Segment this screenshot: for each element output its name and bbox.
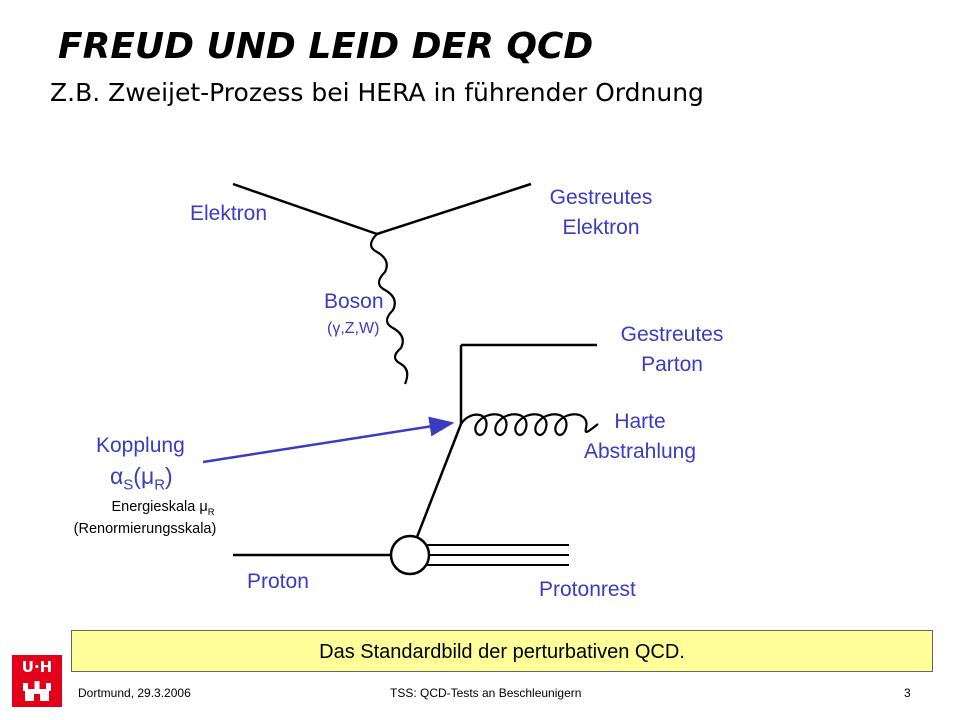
mu-subscript: R [154,476,165,494]
label-gestreutes-elektron-line1: Gestreutes [549,186,653,209]
label-harte-line1: Harte [614,410,666,433]
label-boson-types: (γ,Z,W) [327,320,380,337]
alpha-symbol: α [110,463,124,489]
label-gestreutes-parton-line2: Parton [641,353,703,376]
coupling-arrow [202,416,455,464]
university-logo: U·H [12,655,62,707]
alpha-subscript: S [123,476,134,494]
label-renormierungsskala: (Renormierungsskala) [73,521,217,537]
castle-icon [23,681,51,701]
caption-box: Das Standardbild der perturbativen QCD. [71,630,933,672]
label-elektron: Elektron [190,202,268,225]
logo-text: U·H [21,658,53,676]
label-proton: Proton [247,570,309,593]
boson-wavy-line [369,233,409,385]
incoming-electron-line [232,182,378,236]
label-alpha-s: αS(μR) [110,461,173,501]
footer-page-number: 3 [904,686,911,700]
alpha-close-paren: ) [165,463,173,489]
footer-talk-title: TSS: QCD-Tests an Beschleunigern [390,686,582,700]
label-gestreutes-elektron: Gestreutes Elektron [538,183,664,243]
label-gestreutes-parton: Gestreutes Parton [608,320,736,380]
proton-vertex-blob [389,534,431,576]
mu-symbol: μ [140,463,155,489]
alpha-open-paren: ( [133,463,141,489]
slide-title: FREUD UND LEID DER QCD [58,26,594,67]
label-kopplung: Kopplung [96,434,185,457]
label-harte-line2: Abstrahlung [583,440,697,463]
label-gestreutes-parton-line1: Gestreutes [620,323,724,346]
label-boson: Boson [324,290,384,313]
scattered-electron-line [376,182,532,236]
incoming-parton-line [408,423,463,556]
label-protonrest: Protonrest [539,578,636,601]
energieskala-subscript: R [207,505,215,517]
label-gestreutes-elektron-line2: Elektron [562,216,640,239]
footer-date-location: Dortmund, 29.3.2006 [78,686,191,700]
energieskala-text: Energieskala μ [111,499,208,515]
slide-subtitle: Z.B. Zweijet-Prozess bei HERA in führend… [50,78,704,107]
gluon-curly-line [460,413,599,436]
label-energieskala: Energieskala μR [78,496,248,523]
label-harte-abstrahlung: Harte Abstrahlung [570,407,710,467]
